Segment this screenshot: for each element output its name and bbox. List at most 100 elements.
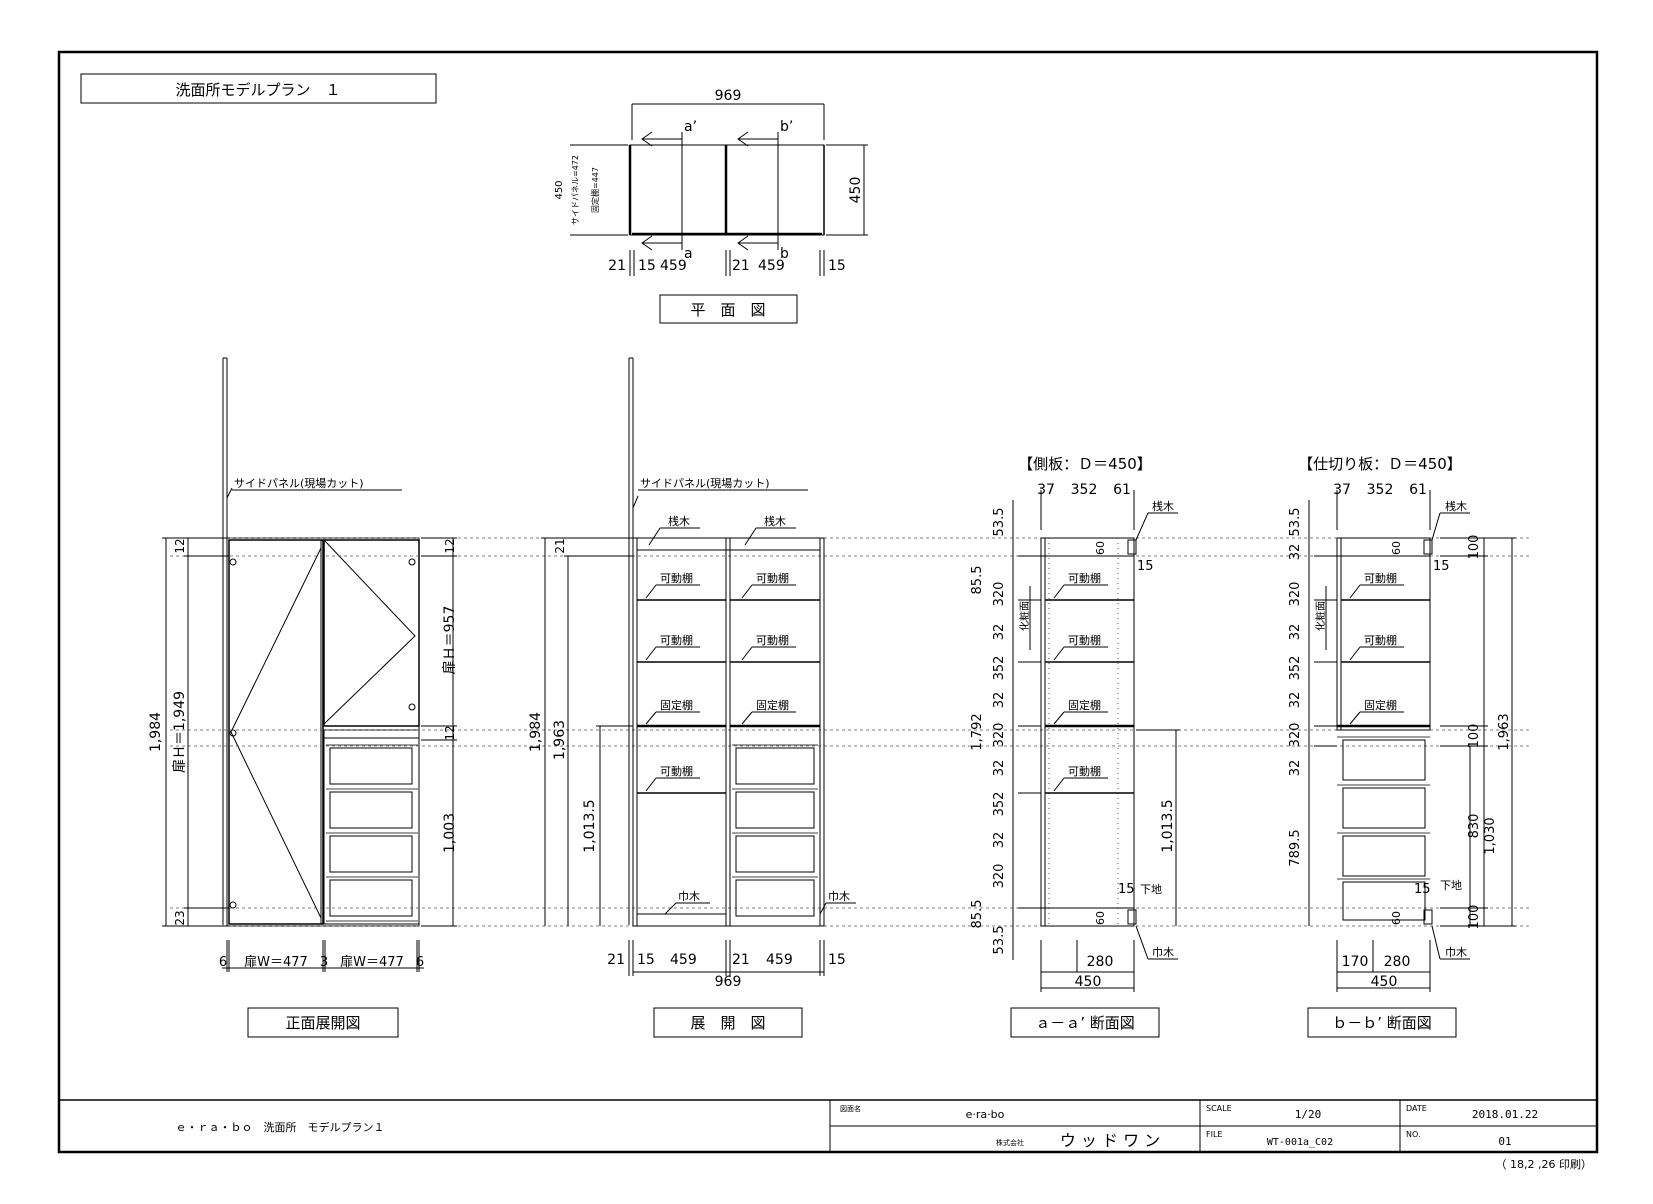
- sheet-border: [57, 50, 1599, 1154]
- section-b-v-32-2: 32: [1288, 624, 1303, 641]
- section-a-sixty-top: 60: [1094, 541, 1107, 555]
- plan-dim-459-left: 459: [660, 258, 687, 274]
- section-a-v-352-2: 352: [992, 792, 1007, 817]
- section-a-v-32-4: 32: [992, 832, 1007, 849]
- section-b-bottom-170: 170: [1342, 954, 1369, 970]
- plan-depth-left: 450: [554, 180, 565, 199]
- section-b-top-61: 61: [1409, 482, 1427, 498]
- title-block-file-label: FILE: [1206, 1130, 1222, 1139]
- develop-shelf-3: 可動棚: [660, 633, 693, 647]
- develop-shelf-1: 可動棚: [660, 571, 693, 585]
- plan-dim-15-left: 15: [638, 258, 656, 274]
- front-top-gap: 12: [173, 538, 187, 553]
- section-a-shelf-1: 可動棚: [1068, 571, 1101, 585]
- develop-side-panel-label: サイドパネル(現場カット): [640, 477, 770, 490]
- develop-dim-15-left: 15: [637, 952, 655, 968]
- develop-height-lower: 1,013.5: [582, 799, 598, 852]
- plan-depth-right: 450: [848, 177, 864, 204]
- section-a-v-32-2: 32: [992, 692, 1007, 709]
- plan-dim-21-mid: 21: [732, 258, 750, 274]
- section-b-bottom-280: 280: [1384, 954, 1411, 970]
- title-block-drawing-name-label: 図面名: [840, 1104, 861, 1113]
- section-b-shita: 下地: [1440, 879, 1462, 892]
- section-b-habaki: 巾木: [1445, 945, 1467, 959]
- section-a-fifteen-top: 15: [1137, 559, 1154, 574]
- section-b-sixty-top: 60: [1390, 541, 1403, 555]
- section-a-v-53-bottom: 53.5: [992, 926, 1007, 955]
- section-b-fifteen-bottom: 15: [1414, 882, 1431, 897]
- section-a-top-61: 61: [1113, 482, 1131, 498]
- front-door-height: 扉Ｈ＝1,949: [172, 691, 188, 773]
- plan-label: 平 面 図: [690, 301, 765, 319]
- section-b-finish-label: 化粧面: [1314, 601, 1327, 631]
- section-b-r-830: 830: [1467, 814, 1482, 839]
- section-a-lower: 1,013.5: [1160, 799, 1176, 852]
- section-a-top-37: 37: [1037, 482, 1055, 498]
- front-door-width-right: 扉W＝477: [340, 954, 404, 970]
- section-a-sanki: 桟木: [1152, 499, 1174, 513]
- section-a-habaki: 巾木: [1152, 945, 1174, 959]
- section-a-v-85-top: 85.5: [970, 566, 985, 595]
- plan-dim-21-left: 21: [608, 258, 626, 274]
- section-a-heading: 【側板：Ｄ＝450】: [1018, 455, 1152, 473]
- develop-label: 展 開 図: [690, 1014, 765, 1032]
- develop-dim-21-left: 21: [607, 952, 625, 968]
- develop-sanki-right: 桟木: [764, 514, 786, 528]
- section-b-v-320-2: 320: [1288, 723, 1303, 748]
- develop-dim-15-right: 15: [828, 952, 846, 968]
- section-a-total: 1,792: [970, 713, 985, 750]
- front-mid-gap: 12: [443, 725, 457, 740]
- section-b-label: ｂ－ｂ’ 断面図: [1332, 1014, 1432, 1032]
- section-a-top-352: 352: [1071, 482, 1098, 498]
- section-a: 【側板：Ｄ＝450】 37 352 61 60 60 15 15 下地 桟木 可…: [970, 455, 1180, 1038]
- develop-dim-21-mid: 21: [732, 952, 750, 968]
- develop-habaki-left: 巾木: [678, 889, 700, 903]
- section-a-v-32-3: 32: [992, 760, 1007, 777]
- title-block-scale-label: SCALE: [1206, 1104, 1232, 1113]
- develop-fixed-shelf-right: 固定棚: [756, 698, 789, 712]
- section-b-r-100-bottom: 100: [1467, 905, 1482, 930]
- section-b-lower: 1,030: [1483, 817, 1498, 854]
- section-a-finish-label: 化粧面: [1018, 601, 1031, 631]
- title-block-project: ｅ・ｒａ・ｂｏ 洗面所 モデルプラン１: [176, 1120, 385, 1134]
- section-b-sixty-bottom: 60: [1390, 911, 1403, 925]
- develop-sanki-left: 桟木: [668, 514, 690, 528]
- plan-view: 969 a’ b’ a b 450 450 サイドパネル=472 固定棚=447: [554, 88, 868, 324]
- section-a-fifteen-bottom: 15: [1118, 882, 1135, 897]
- section-b-total: 1,963: [1497, 713, 1512, 750]
- section-b-shelf-1: 可動棚: [1364, 571, 1397, 585]
- section-a-v-352-1: 352: [992, 656, 1007, 681]
- section-b-v-320-1: 320: [1288, 582, 1303, 607]
- section-b-shelf-2: 可動棚: [1364, 633, 1397, 647]
- section-a-label: ａ－ａ’ 断面図: [1035, 1014, 1135, 1032]
- section-a-shelf-2: 可動棚: [1068, 633, 1101, 647]
- plan-width-total: 969: [715, 88, 742, 104]
- front-door-width-left: 扉W＝477: [244, 954, 308, 970]
- front-upper-door: 扉Ｈ＝957: [442, 606, 458, 675]
- title-text: 洗面所モデルプラン １: [175, 81, 340, 99]
- section-b-sanki: 桟木: [1445, 499, 1467, 513]
- title-block-no-label: NO.: [1406, 1130, 1421, 1139]
- front-height-total: 1,984: [148, 712, 164, 752]
- section-b-heading: 【仕切り板：Ｄ＝450】: [1298, 455, 1462, 473]
- front-top-gap-right: 12: [443, 538, 457, 553]
- front-label: 正面展開図: [285, 1014, 360, 1032]
- front-width-6-left: 6: [219, 955, 227, 970]
- section-b-top-352: 352: [1367, 482, 1394, 498]
- section-a-shelf-4: 可動棚: [1068, 764, 1101, 778]
- title-box: [80, 73, 437, 104]
- develop-top-dim: 21: [553, 538, 567, 553]
- develop-shelf-2: 可動棚: [756, 571, 789, 585]
- develop-width-total: 969: [715, 974, 742, 990]
- title-block-company: ウ ッ ド ワ ン: [1060, 1131, 1160, 1150]
- section-b: 【仕切り板：Ｄ＝450】 37 352 61 60 60 15 15 下地: [1288, 455, 1516, 1038]
- develop-habaki-right: 巾木: [828, 889, 850, 903]
- section-b-r-100-top: 100: [1467, 535, 1482, 560]
- front-width-6-right: 6: [416, 955, 424, 970]
- front-elevation: サイドパネル(現場カット): [148, 357, 1530, 1038]
- title-block-no: 01: [1498, 1135, 1511, 1148]
- develop-dim-459-left: 459: [670, 952, 697, 968]
- section-b-fifteen-top: 15: [1433, 559, 1450, 574]
- section-a-v-320-3: 320: [992, 864, 1007, 889]
